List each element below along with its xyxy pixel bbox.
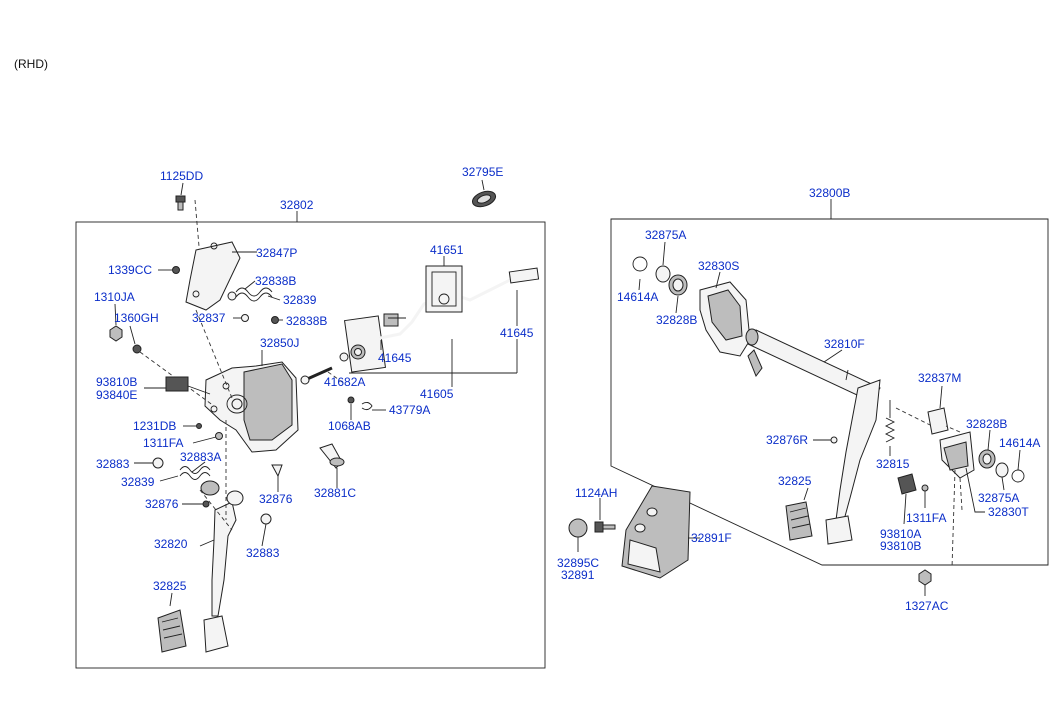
label-41651[interactable]: 41651 bbox=[430, 243, 464, 257]
label-14614a-left[interactable]: 14614A bbox=[617, 290, 659, 304]
label-32895c[interactable]: 32895C bbox=[557, 556, 600, 570]
label-93840e[interactable]: 93840E bbox=[96, 388, 138, 402]
label-41645-left[interactable]: 41645 bbox=[378, 351, 412, 365]
label-1124ah[interactable]: 1124AH bbox=[575, 486, 618, 500]
label-32883a[interactable]: 32883A bbox=[180, 450, 222, 464]
label-1360gh[interactable]: 1360GH bbox=[114, 311, 159, 325]
bolt-1124ah-part bbox=[594, 521, 616, 533]
cap-32895c-part bbox=[568, 518, 588, 538]
label-32838b-lower[interactable]: 32838B bbox=[286, 314, 328, 328]
label-1125dd[interactable]: 1125DD bbox=[160, 169, 204, 183]
label-32876r[interactable]: 32876R bbox=[766, 433, 809, 447]
label-32837[interactable]: 32837 bbox=[192, 311, 226, 325]
label-1327ac[interactable]: 1327AC bbox=[905, 599, 949, 613]
label-32830t[interactable]: 32830T bbox=[988, 505, 1029, 519]
pedal-pad-32891f-part bbox=[621, 485, 691, 579]
label-32875a-lower[interactable]: 32875A bbox=[978, 491, 1020, 505]
label-32830s[interactable]: 32830S bbox=[698, 259, 740, 273]
label-41605[interactable]: 41605 bbox=[420, 387, 454, 401]
label-32815[interactable]: 32815 bbox=[876, 457, 910, 471]
label-32883-lower[interactable]: 32883 bbox=[246, 546, 280, 560]
label-32795e[interactable]: 32795E bbox=[462, 165, 504, 179]
right-assembly-frame bbox=[610, 218, 1049, 566]
label-32876-center[interactable]: 32876 bbox=[259, 492, 293, 506]
label-32839-lower[interactable]: 32839 bbox=[121, 475, 155, 489]
label-41682a[interactable]: 41682A bbox=[324, 375, 366, 389]
label-1310ja[interactable]: 1310JA bbox=[94, 290, 135, 304]
label-32828b-right[interactable]: 32828B bbox=[966, 417, 1008, 431]
label-1068ab[interactable]: 1068AB bbox=[328, 419, 371, 433]
bracket-32837m-part bbox=[927, 407, 975, 479]
label-93810b-left[interactable]: 93810B bbox=[96, 375, 138, 389]
label-32802[interactable]: 32802 bbox=[280, 198, 314, 212]
label-32825-left[interactable]: 32825 bbox=[153, 579, 187, 593]
label-93810a[interactable]: 93810A bbox=[880, 527, 922, 541]
label-32800b[interactable]: 32800B bbox=[809, 186, 851, 200]
label-32810f[interactable]: 32810F bbox=[824, 337, 865, 351]
pin-32881c-part bbox=[319, 443, 345, 469]
label-32891f[interactable]: 32891F bbox=[691, 531, 732, 545]
label-41645-right[interactable]: 41645 bbox=[500, 326, 534, 340]
brake-pedal-arm-part bbox=[785, 379, 881, 545]
label-1311fa-left[interactable]: 1311FA bbox=[143, 436, 184, 450]
label-1339cc[interactable]: 1339CC bbox=[108, 263, 153, 277]
label-32881c[interactable]: 32881C bbox=[314, 486, 357, 500]
spring-32815-part bbox=[884, 417, 896, 443]
bracket-32847p-part bbox=[185, 241, 241, 311]
label-32820[interactable]: 32820 bbox=[154, 537, 188, 551]
label-32837m[interactable]: 32837M bbox=[918, 371, 962, 385]
clutch-pedal-32820-part bbox=[157, 480, 244, 653]
pedal-bracket-32850j-part bbox=[204, 361, 299, 453]
label-32875a-upper[interactable]: 32875A bbox=[645, 228, 687, 242]
bracket-32830s-part bbox=[699, 281, 751, 357]
label-1231db[interactable]: 1231DB bbox=[133, 419, 177, 433]
label-32883-upper[interactable]: 32883 bbox=[96, 457, 130, 471]
label-14614a-right[interactable]: 14614A bbox=[999, 436, 1041, 450]
cable-assembly-41605-part bbox=[343, 265, 540, 373]
label-1311fa-right[interactable]: 1311FA bbox=[906, 511, 947, 525]
left-assembly-frame bbox=[75, 221, 546, 669]
label-32838b-upper[interactable]: 32838B bbox=[255, 274, 297, 288]
bolt-1125dd-part bbox=[175, 195, 186, 211]
label-32825-right[interactable]: 32825 bbox=[778, 474, 812, 488]
spring-32839-part bbox=[235, 287, 273, 302]
label-43779a[interactable]: 43779A bbox=[389, 403, 431, 417]
label-32828b-left[interactable]: 32828B bbox=[656, 313, 698, 327]
label-32839-upper[interactable]: 32839 bbox=[283, 293, 317, 307]
label-32891[interactable]: 32891 bbox=[561, 568, 595, 582]
label-32847p[interactable]: 32847P bbox=[256, 246, 298, 260]
switch-93810b-part bbox=[165, 376, 189, 392]
shaft-32810f-part bbox=[745, 328, 881, 403]
label-32876-left[interactable]: 32876 bbox=[145, 497, 179, 511]
label-93810b-right[interactable]: 93810B bbox=[880, 539, 922, 553]
label-32850j[interactable]: 32850J bbox=[260, 336, 300, 350]
drive-side-note: (RHD) bbox=[14, 57, 48, 71]
